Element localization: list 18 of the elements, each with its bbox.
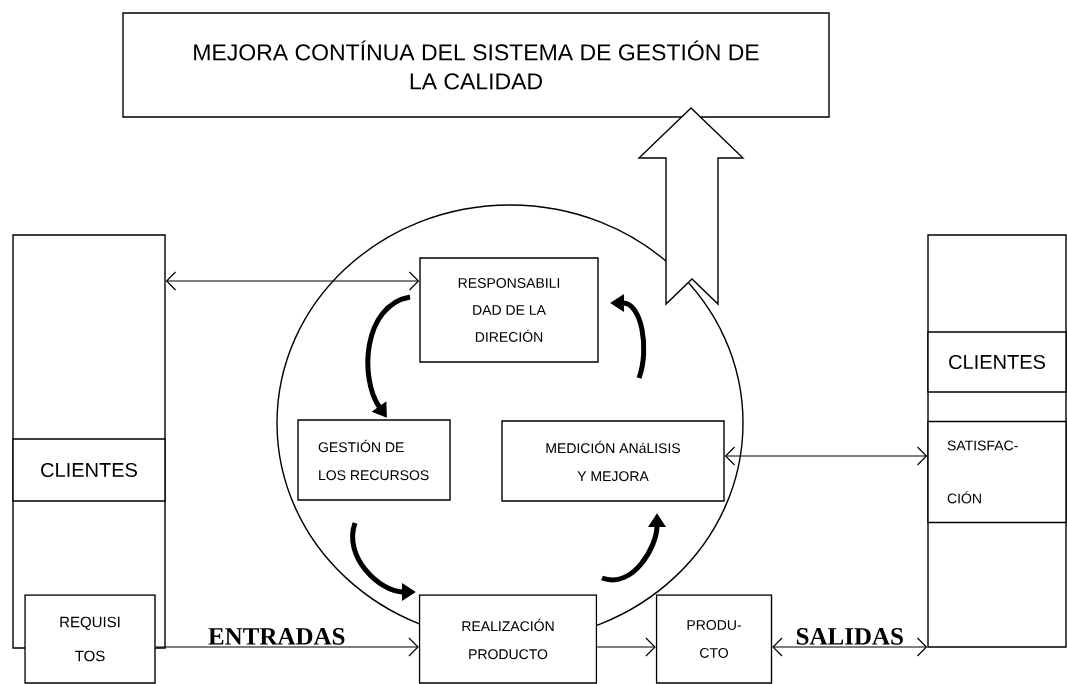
edge-label: SALIDAS [794,627,905,646]
process-box: PRODU- CTO [655,594,773,684]
arrow [772,637,928,657]
process-box: REALIZACIÓN PRODUCTO [418,594,598,684]
heading-box: MEJORA CONTÍNUA DEL SISTEMA DE GESTIÓN DE LA CALIDAD [122,12,830,118]
label-band: SATISFAC- CIÓN [927,420,1067,524]
edge-label: ENTRADAS [207,627,347,646]
block-arrow [637,107,745,306]
process-box: MEDICIÓN ANáLISIS Y MEJORA [501,420,725,502]
process-box: GESTIÓN DE LOS RECURSOS [297,419,451,501]
arrow [165,271,420,291]
label-band: CLIENTES [927,331,1067,393]
arrow [724,446,928,466]
process-box: RESPONSABILI DAD DE LA DIRECIÓN [419,257,599,363]
arrow [596,637,656,657]
label-band: CLIENTES [12,438,166,502]
process-box: REQUISI TOS [24,594,156,684]
arrow [155,637,419,657]
